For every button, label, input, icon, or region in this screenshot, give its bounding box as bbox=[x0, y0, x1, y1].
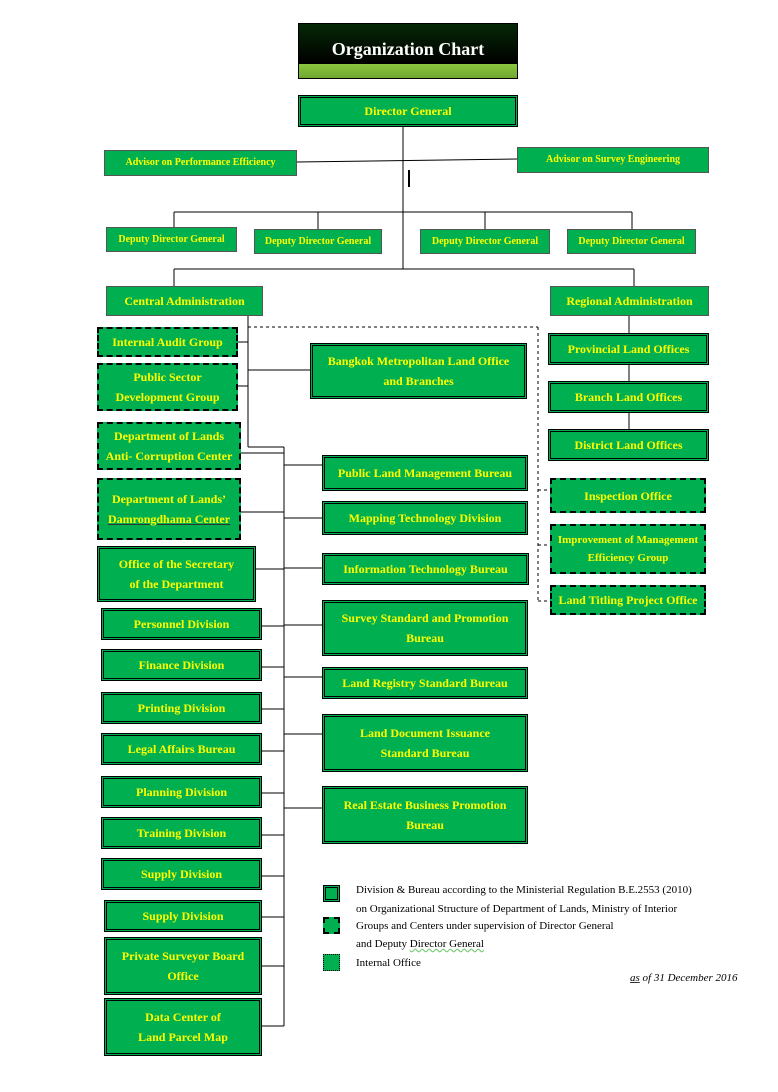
legend-groups-line-1: Groups and Centers under supervision of … bbox=[356, 920, 614, 932]
chart-title: Organization Chart bbox=[298, 23, 518, 79]
director-general-box: Director General bbox=[298, 95, 518, 127]
real-estate-promotion-bureau-box: Real Estate Business Promotion Bureau bbox=[322, 786, 528, 844]
office-of-secretary-box: Office of the Secretary of the Departmen… bbox=[97, 546, 256, 602]
public-sector-development-line-2: Development Group bbox=[115, 390, 220, 404]
as-of-prefix: as bbox=[630, 972, 640, 984]
data-center-line-2: Land Parcel Map bbox=[138, 1030, 228, 1044]
anti-corruption-line-1: Department of Lands bbox=[114, 429, 224, 443]
regional-administration-box: Regional Administration bbox=[550, 286, 709, 316]
legend-groups-line-2a: and Deputy bbox=[356, 938, 410, 950]
bangkok-land-office-box: Bangkok Metropolitan Land Office and Bra… bbox=[310, 343, 527, 399]
doc-issuance-line-1: Land Document Issuance bbox=[359, 726, 491, 740]
advisor-performance-box: Advisor on Performance Efficiency bbox=[104, 150, 297, 176]
damrongdhama-center-box: Department of Lands’ Damrongdhama Center bbox=[97, 478, 241, 540]
real-estate-line-1: Real Estate Business Promotion bbox=[343, 798, 507, 812]
internal-audit-group-box: Internal Audit Group bbox=[97, 327, 238, 357]
information-technology-bureau-box: Information Technology Bureau bbox=[322, 553, 529, 585]
secretary-line-2: of the Department bbox=[129, 577, 224, 591]
deputy-director-box-1: Deputy Director General bbox=[106, 227, 237, 252]
public-sector-development-line-1: Public Sector bbox=[133, 370, 202, 384]
legend-dotted-border-icon bbox=[323, 954, 340, 971]
land-registry-standard-bureau-box: Land Registry Standard Bureau bbox=[322, 667, 528, 699]
survey-standard-bureau-box: Survey Standard and Promotion Bureau bbox=[322, 600, 528, 656]
bangkok-line-2: and Branches bbox=[383, 374, 454, 388]
deputy-director-box-4: Deputy Director General bbox=[567, 229, 696, 254]
central-administration-box: Central Administration bbox=[106, 286, 263, 316]
doc-issuance-line-2: Standard Bureau bbox=[380, 746, 470, 760]
public-land-management-bureau-box: Public Land Management Bureau bbox=[322, 455, 528, 491]
improvement-line-1: Improvement of Management bbox=[557, 534, 699, 546]
private-surveyor-line-2: Office bbox=[167, 969, 199, 983]
data-center-line-1: Data Center of bbox=[145, 1010, 221, 1024]
secretary-line-1: Office of the Secretary bbox=[118, 557, 235, 571]
anti-corruption-line-2: Anti- Corruption Center bbox=[105, 449, 233, 463]
as-of-rest: of 31 December 2016 bbox=[639, 972, 738, 984]
supply-division-box-2: Supply Division bbox=[104, 900, 262, 932]
legend-division-line-1: Division & Bureau according to the Minis… bbox=[356, 884, 692, 896]
land-document-issuance-bureau-box: Land Document Issuance Standard Bureau bbox=[322, 714, 528, 772]
finance-division-box: Finance Division bbox=[101, 649, 262, 681]
legend-groups-line-2b: Director General bbox=[409, 938, 484, 950]
survey-standard-line-1: Survey Standard and Promotion bbox=[341, 611, 509, 625]
damrongdhama-line-1: Department of Lands’ bbox=[112, 492, 226, 506]
branch-land-offices-box: Branch Land Offices bbox=[548, 381, 709, 413]
public-sector-development-group-box: Public Sector Development Group bbox=[97, 363, 238, 411]
private-surveyor-line-1: Private Surveyor Board bbox=[121, 949, 245, 963]
personnel-division-box: Personnel Division bbox=[101, 608, 262, 640]
legal-affairs-bureau-box: Legal Affairs Bureau bbox=[101, 733, 262, 765]
data-center-land-parcel-box: Data Center of Land Parcel Map bbox=[104, 998, 262, 1056]
legend-dashed-border-icon bbox=[323, 917, 340, 934]
improvement-line-2: Efficiency Group bbox=[587, 552, 669, 564]
advisor-survey-box: Advisor on Survey Engineering bbox=[517, 147, 709, 173]
private-surveyor-board-box: Private Surveyor Board Office bbox=[104, 937, 262, 995]
training-division-box: Training Division bbox=[101, 817, 262, 849]
supply-division-box-1: Supply Division bbox=[101, 858, 262, 890]
survey-standard-line-2: Bureau bbox=[406, 631, 444, 645]
improvement-management-efficiency-box: Improvement of Management Efficiency Gro… bbox=[550, 524, 706, 574]
as-of-date: as of 31 December 2016 bbox=[630, 972, 738, 984]
land-titling-project-office-box: Land Titling Project Office bbox=[550, 585, 706, 615]
legend-double-border-icon bbox=[323, 885, 340, 902]
damrongdhama-line-2: Damrongdhama Center bbox=[107, 512, 231, 526]
legend-internal-office: Internal Office bbox=[356, 957, 421, 969]
deputy-director-box-2: Deputy Director General bbox=[254, 229, 382, 254]
legend-division-line-2: on Organizational Structure of Departmen… bbox=[356, 903, 678, 915]
mapping-technology-division-box: Mapping Technology Division bbox=[322, 501, 528, 535]
planning-division-box: Planning Division bbox=[101, 776, 262, 808]
real-estate-line-2: Bureau bbox=[406, 818, 444, 832]
bangkok-line-1: Bangkok Metropolitan Land Office bbox=[327, 354, 510, 368]
printing-division-box: Printing Division bbox=[101, 692, 262, 724]
district-land-offices-box: District Land Offices bbox=[548, 429, 709, 461]
deputy-director-box-3: Deputy Director General bbox=[420, 229, 550, 254]
anti-corruption-center-box: Department of Lands Anti- Corruption Cen… bbox=[97, 422, 241, 470]
legend-groups-line-2: and Deputy Director General bbox=[356, 938, 484, 950]
inspection-office-box: Inspection Office bbox=[550, 478, 706, 513]
provincial-land-offices-box: Provincial Land Offices bbox=[548, 333, 709, 365]
